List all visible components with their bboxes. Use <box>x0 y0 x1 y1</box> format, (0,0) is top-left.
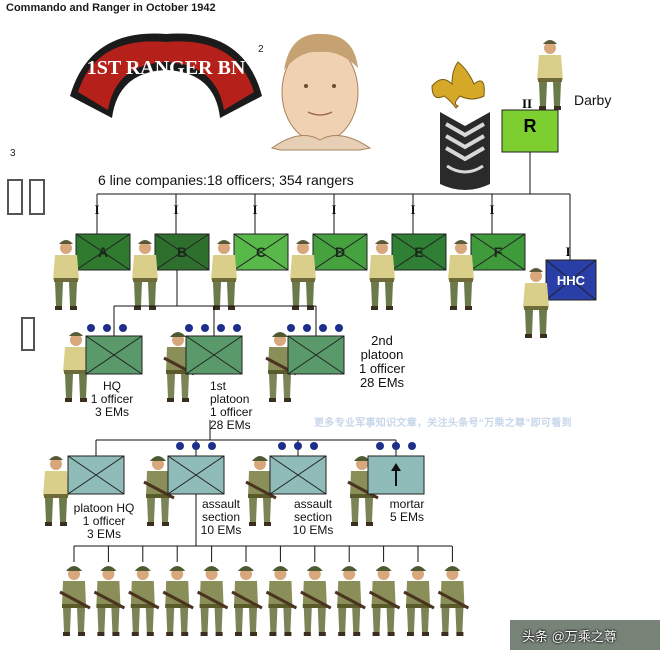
company-rank: I <box>252 202 257 217</box>
company-f: IF <box>448 194 526 310</box>
footer-credit: 头条 @万乘之尊 <box>522 629 617 644</box>
watermark-text: 更多专业军事知识文章，关注头条号“万乘之尊”即可看到 <box>314 418 572 429</box>
lieutenant-bars-icon <box>7 179 45 215</box>
assault2-flag <box>269 455 327 495</box>
riflemen-layer <box>58 546 470 638</box>
company-letter: D <box>335 244 345 260</box>
oak-leaf-icon <box>431 61 485 109</box>
battalion-summary: 6 line companies:18 officers; 354 ranger… <box>98 172 354 188</box>
rifleman-figure <box>436 564 470 638</box>
company-letter: E <box>414 244 423 260</box>
mortar-flag <box>367 455 425 495</box>
company-rank: I <box>173 202 178 217</box>
company-soldier-figure <box>290 240 316 310</box>
page-title: Commando and Ranger in October 1942 <box>6 2 216 14</box>
rifleman-figure <box>58 564 92 638</box>
hhc-soldier-figure <box>523 268 549 338</box>
company-rank: I <box>331 202 336 217</box>
hq-flag <box>85 335 143 375</box>
company-a: IA <box>53 194 131 310</box>
commander-rank: II <box>522 96 533 111</box>
footer-band <box>510 620 660 650</box>
rifleman-figure <box>402 564 436 638</box>
company-soldier-figure <box>132 240 158 310</box>
assault1-flag <box>167 455 225 495</box>
company-rank: I <box>489 202 494 217</box>
company-b: IB <box>132 194 210 310</box>
unit-dots <box>87 324 343 332</box>
portrait-darby <box>270 33 372 151</box>
company-letter: A <box>98 244 108 260</box>
company-soldier-figure <box>448 240 474 310</box>
hq-box-label: R <box>523 116 537 136</box>
rifleman-figure <box>230 564 264 638</box>
rifleman-figure <box>92 564 126 638</box>
company-c: IC <box>211 194 289 310</box>
company-e: IE <box>369 194 447 310</box>
rifleman-figure <box>127 564 161 638</box>
lieutenant-bar-icon <box>21 317 35 351</box>
platoon2-flag <box>287 335 345 375</box>
company-soldier-figure <box>53 240 79 310</box>
rifleman-figure <box>299 564 333 638</box>
company-soldier-figure <box>211 240 237 310</box>
company-d: ID <box>290 194 368 310</box>
rifleman-figure <box>264 564 298 638</box>
company-letter: C <box>256 244 266 260</box>
company-letter: B <box>177 244 187 260</box>
platoon-hq-flag <box>67 455 125 495</box>
section-dots <box>176 442 416 450</box>
platoon1-flag <box>185 335 243 375</box>
hq-box-r <box>501 109 559 153</box>
company-rank: I <box>410 202 415 217</box>
rifleman-figure <box>333 564 367 638</box>
company-rank: I <box>94 202 99 217</box>
company-hhc: I HHC <box>523 194 597 338</box>
rifleman-figure <box>368 564 402 638</box>
commander-name: Darby <box>574 92 612 108</box>
darby-soldier-figure <box>537 40 563 110</box>
plate-number-2: 2 <box>258 44 264 55</box>
rifleman-figure <box>161 564 195 638</box>
chevrons-icon <box>440 112 490 190</box>
plate-number-3: 3 <box>10 148 16 159</box>
hhc-label: HHC <box>557 273 586 288</box>
company-soldier-figure <box>369 240 395 310</box>
company-letter: F <box>494 244 503 260</box>
scroll-text: 1ST RANGER BN <box>87 57 246 79</box>
hhc-rank: I <box>565 244 570 259</box>
ranger-scroll-insignia: 1ST RANGER BN <box>70 33 262 118</box>
rifleman-figure <box>196 564 230 638</box>
